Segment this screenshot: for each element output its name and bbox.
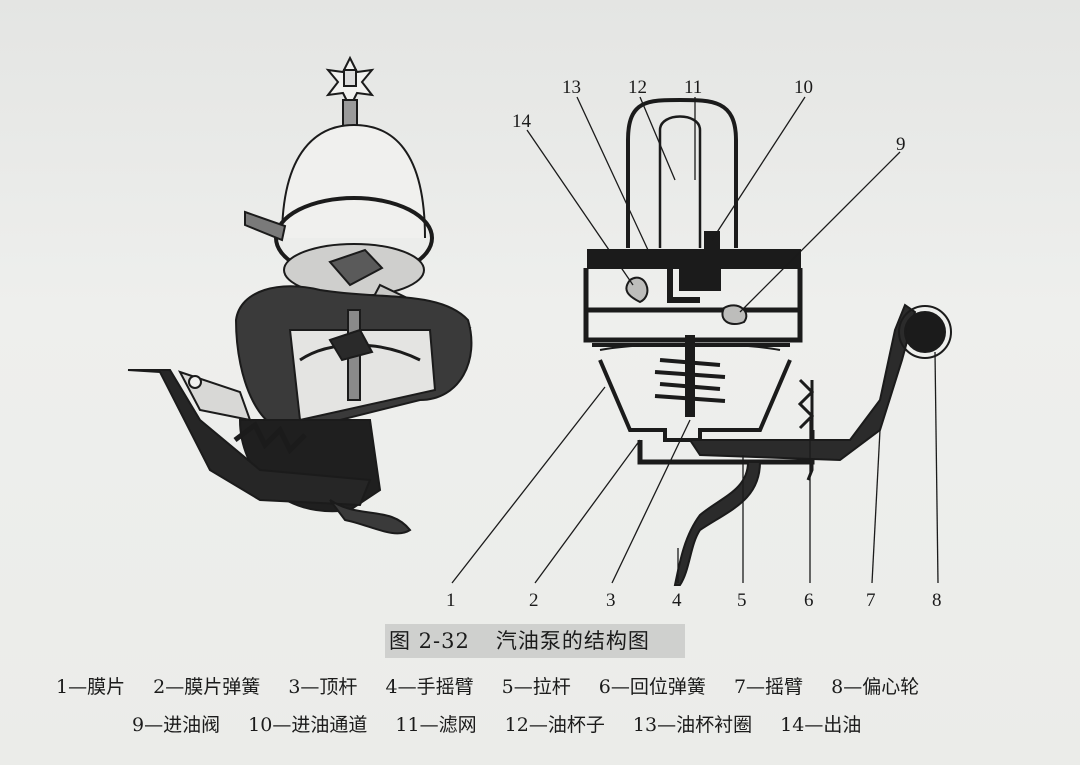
callout-1: 1 <box>446 590 456 611</box>
legend-item: 1—膜片 <box>56 676 126 698</box>
leader-9 <box>739 151 901 313</box>
callout-7: 7 <box>866 590 876 611</box>
legend-item: 5—拉杆 <box>501 676 571 698</box>
legend-item: 9—进油阀 <box>132 714 221 736</box>
leader-12 <box>639 96 676 181</box>
legend-item: 10—进油通道 <box>248 714 368 736</box>
callout-3: 3 <box>606 590 616 611</box>
leader-lines <box>451 96 939 584</box>
callout-13: 13 <box>562 77 581 98</box>
legend-item: 12—油杯子 <box>504 714 605 736</box>
callout-6: 6 <box>804 590 814 611</box>
leader-10 <box>711 96 806 241</box>
callout-10: 10 <box>794 77 813 98</box>
leader-3 <box>611 419 691 584</box>
callout-9: 9 <box>896 134 906 155</box>
legend-item: 3—顶杆 <box>288 676 358 698</box>
callout-numbers: 1 2 3 4 5 6 7 8 9 10 11 12 13 14 <box>446 77 942 611</box>
legend-item: 11—滤网 <box>395 714 477 736</box>
leader-2 <box>534 439 641 584</box>
figure-number: 图 2-32 <box>389 629 470 653</box>
callout-11: 11 <box>684 77 702 98</box>
leader-8 <box>934 351 939 584</box>
leader-13 <box>576 96 649 251</box>
callout-5: 5 <box>737 590 747 611</box>
legend-row: 9—进油阀 10—进油通道 11—滤网 12—油杯子 13—油杯衬圈 14—出油 <box>132 712 883 738</box>
callout-12: 12 <box>628 77 647 98</box>
legend-item: 8—偏心轮 <box>831 676 920 698</box>
leader-7 <box>871 429 881 584</box>
leader-14 <box>526 129 634 286</box>
legend-item: 4—手摇臂 <box>385 676 474 698</box>
callout-2: 2 <box>529 590 539 611</box>
legend-item: 14—出油 <box>780 714 862 736</box>
figure-caption: 图 2-32 汽油泵的结构图 <box>385 624 685 658</box>
callout-14: 14 <box>512 111 532 132</box>
legend-item: 13—油杯衬圈 <box>632 714 753 736</box>
figure-title: 汽油泵的结构图 <box>495 629 650 653</box>
legend-row: 1—膜片 2—膜片弹簧 3—顶杆 4—手摇臂 5—拉杆 6—回位弹簧 7—摇臂 … <box>56 674 941 700</box>
callout-4: 4 <box>672 590 682 611</box>
leader-1 <box>451 386 606 584</box>
legend-item: 6—回位弹簧 <box>598 676 706 698</box>
legend-item: 2—膜片弹簧 <box>153 676 261 698</box>
section-drawing <box>583 97 952 586</box>
callout-8: 8 <box>932 590 942 611</box>
cutaway-illustration <box>127 55 473 535</box>
legend-item: 7—摇臂 <box>733 676 804 698</box>
